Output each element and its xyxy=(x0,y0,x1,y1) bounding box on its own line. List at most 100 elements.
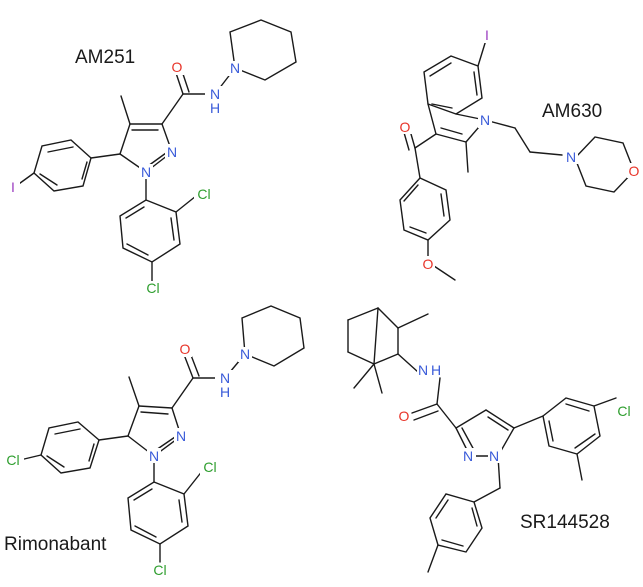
bond-line xyxy=(373,353,399,365)
bond-line xyxy=(427,544,439,573)
structure-sr144528: SR144528 xyxy=(347,307,634,573)
bond-line xyxy=(178,499,183,523)
bond-line xyxy=(128,376,140,407)
atom-label-n: N xyxy=(230,60,240,76)
bond-line xyxy=(429,62,452,77)
atom-label-background xyxy=(4,452,24,467)
atom-label-background xyxy=(151,563,169,578)
atom-label-i: I xyxy=(485,27,489,43)
bond-line xyxy=(576,453,583,481)
bond-line xyxy=(161,93,184,125)
atom-label-o: O xyxy=(629,163,640,179)
atom-label-background xyxy=(478,113,492,128)
atom-label-background xyxy=(612,403,634,418)
atom-label-background xyxy=(238,347,252,362)
bond-line xyxy=(98,435,129,441)
structure-am630: AM630 I N N xyxy=(398,27,641,281)
bond-line xyxy=(514,127,531,153)
atom-label-n: N xyxy=(167,144,177,160)
bond-line xyxy=(574,433,596,449)
bond-line xyxy=(487,416,509,431)
atom-label-background xyxy=(417,362,445,377)
bond-line xyxy=(347,307,379,321)
atom-label-o: O xyxy=(400,119,411,135)
bond-line xyxy=(373,363,383,394)
atom-label-cl: Cl xyxy=(617,403,630,419)
atom-label-background xyxy=(139,164,153,179)
bond-line xyxy=(147,152,167,167)
atom-label-background xyxy=(397,408,411,423)
bond-line xyxy=(140,411,169,415)
structure-rimonabant: Rimonabant N N H O xyxy=(4,305,305,578)
atom-label-cl: Cl xyxy=(197,186,210,202)
bond-line xyxy=(133,488,153,501)
atom-label-n: N xyxy=(480,112,490,128)
bond-line xyxy=(471,507,478,527)
bond-line xyxy=(435,133,467,143)
atom-label-n: N xyxy=(149,448,159,464)
atom-label-background xyxy=(398,119,412,134)
atom-label-background xyxy=(147,448,161,463)
bond-line xyxy=(435,499,449,519)
atom-label-o: O xyxy=(399,408,410,424)
atom-label-background xyxy=(205,86,225,112)
atom-label-n: N xyxy=(566,149,576,165)
bond-line xyxy=(353,363,375,389)
bond-line xyxy=(441,539,464,547)
bond-line xyxy=(593,397,617,407)
atom-label-n: N xyxy=(220,370,230,386)
bond-line xyxy=(155,436,176,451)
bond-line xyxy=(529,151,563,156)
label-am630: AM630 xyxy=(542,101,602,122)
bond-line xyxy=(373,307,379,365)
atom-label-background xyxy=(627,163,641,178)
atom-label-background xyxy=(174,428,188,443)
bond-line xyxy=(413,410,439,421)
bond-line xyxy=(90,153,121,159)
am630-indole-benzene-ring xyxy=(423,55,483,115)
atom-label-h: H xyxy=(210,100,220,116)
bond-line xyxy=(411,403,438,414)
bond-line xyxy=(39,173,58,186)
atom-label-background xyxy=(143,281,161,296)
atom-label-background xyxy=(421,256,435,271)
bond-line xyxy=(431,103,453,109)
atom-label-o: O xyxy=(180,341,191,357)
label-sr144528: SR144528 xyxy=(520,512,610,533)
atom-label-n: N xyxy=(489,448,499,464)
atom-label-n: N xyxy=(240,346,250,362)
atom-label-n: N xyxy=(463,448,473,464)
bond-line xyxy=(409,226,427,234)
rimonabant-chlorophenyl-ring xyxy=(40,421,100,474)
atom-label-cl: Cl xyxy=(153,562,166,578)
atom-label-background xyxy=(200,460,218,475)
atom-label-background xyxy=(215,370,235,396)
bond-line xyxy=(125,206,145,219)
am251-iodophenyl-ring xyxy=(33,139,92,192)
bond-line xyxy=(440,127,463,135)
bond-line xyxy=(127,405,140,437)
atom-label-background xyxy=(488,448,502,463)
am251-dichlorophenyl-ring xyxy=(119,199,181,263)
bond-line xyxy=(473,71,478,96)
bond-line xyxy=(183,469,204,495)
atom-label-o: O xyxy=(172,59,183,75)
bond-line xyxy=(427,103,437,135)
bond-line xyxy=(46,455,65,468)
atom-label-background xyxy=(462,448,476,463)
label-rimonabant: Rimonabant xyxy=(4,534,107,555)
bond-line xyxy=(455,409,487,429)
bond-line xyxy=(377,307,399,329)
bond-line xyxy=(465,141,469,173)
atom-label-background xyxy=(170,60,184,75)
atom-label-background xyxy=(564,149,578,164)
bond-line xyxy=(134,525,157,538)
bond-line xyxy=(565,403,590,412)
atom-label-background xyxy=(178,342,192,357)
atom-label-h: H xyxy=(220,384,230,400)
bond-line xyxy=(403,184,419,202)
bond-line xyxy=(473,487,501,503)
bond-line xyxy=(548,420,554,442)
atom-label-h: H xyxy=(431,362,441,378)
